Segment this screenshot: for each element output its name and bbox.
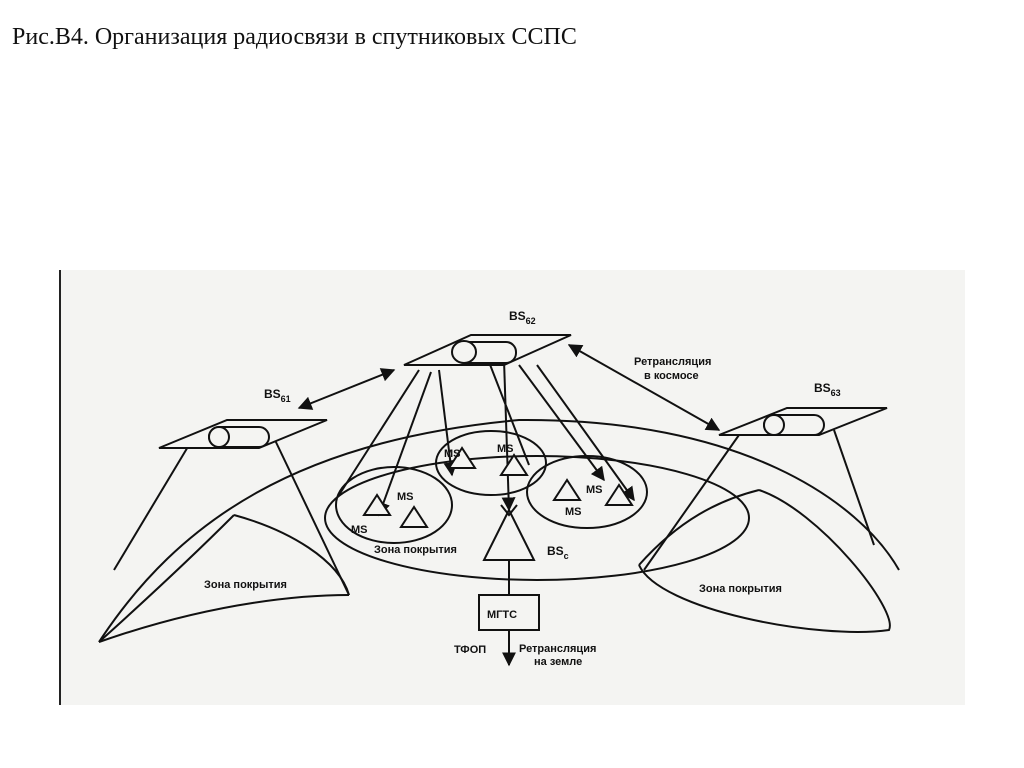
label-ground-relay-2: на земле <box>534 656 582 668</box>
figure-caption: Рис.В4. Организация радиосвязи в спутник… <box>12 24 577 50</box>
isl-right <box>567 344 721 431</box>
label-bs62: BS62 <box>509 309 536 326</box>
label-coverage-center: Зона покрытия <box>374 544 457 556</box>
satellite-bs63 <box>718 407 888 436</box>
label-ms: MS <box>497 443 514 455</box>
ms-terminal <box>499 453 529 476</box>
label-coverage-right: Зона покрытия <box>699 583 782 595</box>
label-pstn: ТФОП <box>454 644 486 656</box>
label-bs63: BS63 <box>814 381 841 398</box>
label-coverage-left: Зона покрытия <box>204 579 287 591</box>
isl-left <box>297 368 396 410</box>
label-ms: MS <box>565 506 582 518</box>
left-beam-1 <box>113 444 190 571</box>
label-space-relay-1: Ретрансляция <box>634 356 711 368</box>
right-beam-2 <box>833 429 875 546</box>
ms-terminal <box>447 446 477 469</box>
satellite-diagram: BS61 BS62 BS63 Ретрансляция в космосе Зо… <box>59 270 965 705</box>
label-ms: MS <box>586 484 603 496</box>
label-space-relay-2: в космосе <box>644 370 699 382</box>
label-ms: MS <box>444 448 461 460</box>
base-station <box>482 507 536 561</box>
left-cone-base <box>98 594 350 643</box>
satellite-bs61 <box>158 419 328 449</box>
label-ms: MS <box>351 524 368 536</box>
ms-terminal <box>552 478 582 501</box>
right-beam-1 <box>643 434 740 571</box>
label-bs61: BS61 <box>264 387 291 404</box>
label-ground-relay-1: Ретрансляция <box>519 643 596 655</box>
label-mgts: МГТС <box>487 609 517 621</box>
ms-terminal <box>362 493 392 516</box>
figure-frame-edge <box>59 270 61 705</box>
label-ms: MS <box>397 491 414 503</box>
right-cone <box>638 489 891 633</box>
left-beam-2 <box>273 437 350 596</box>
switch-mgts <box>478 594 540 631</box>
label-bs-c: BSc <box>547 544 569 561</box>
ms-terminal <box>399 505 429 528</box>
ms-cell-center <box>435 430 547 496</box>
ms-cell-left <box>335 466 453 544</box>
earth-horizon <box>98 418 900 643</box>
satellite-bs62 <box>403 334 572 366</box>
ms-terminal <box>604 483 634 506</box>
central-coverage-zone <box>324 455 750 581</box>
